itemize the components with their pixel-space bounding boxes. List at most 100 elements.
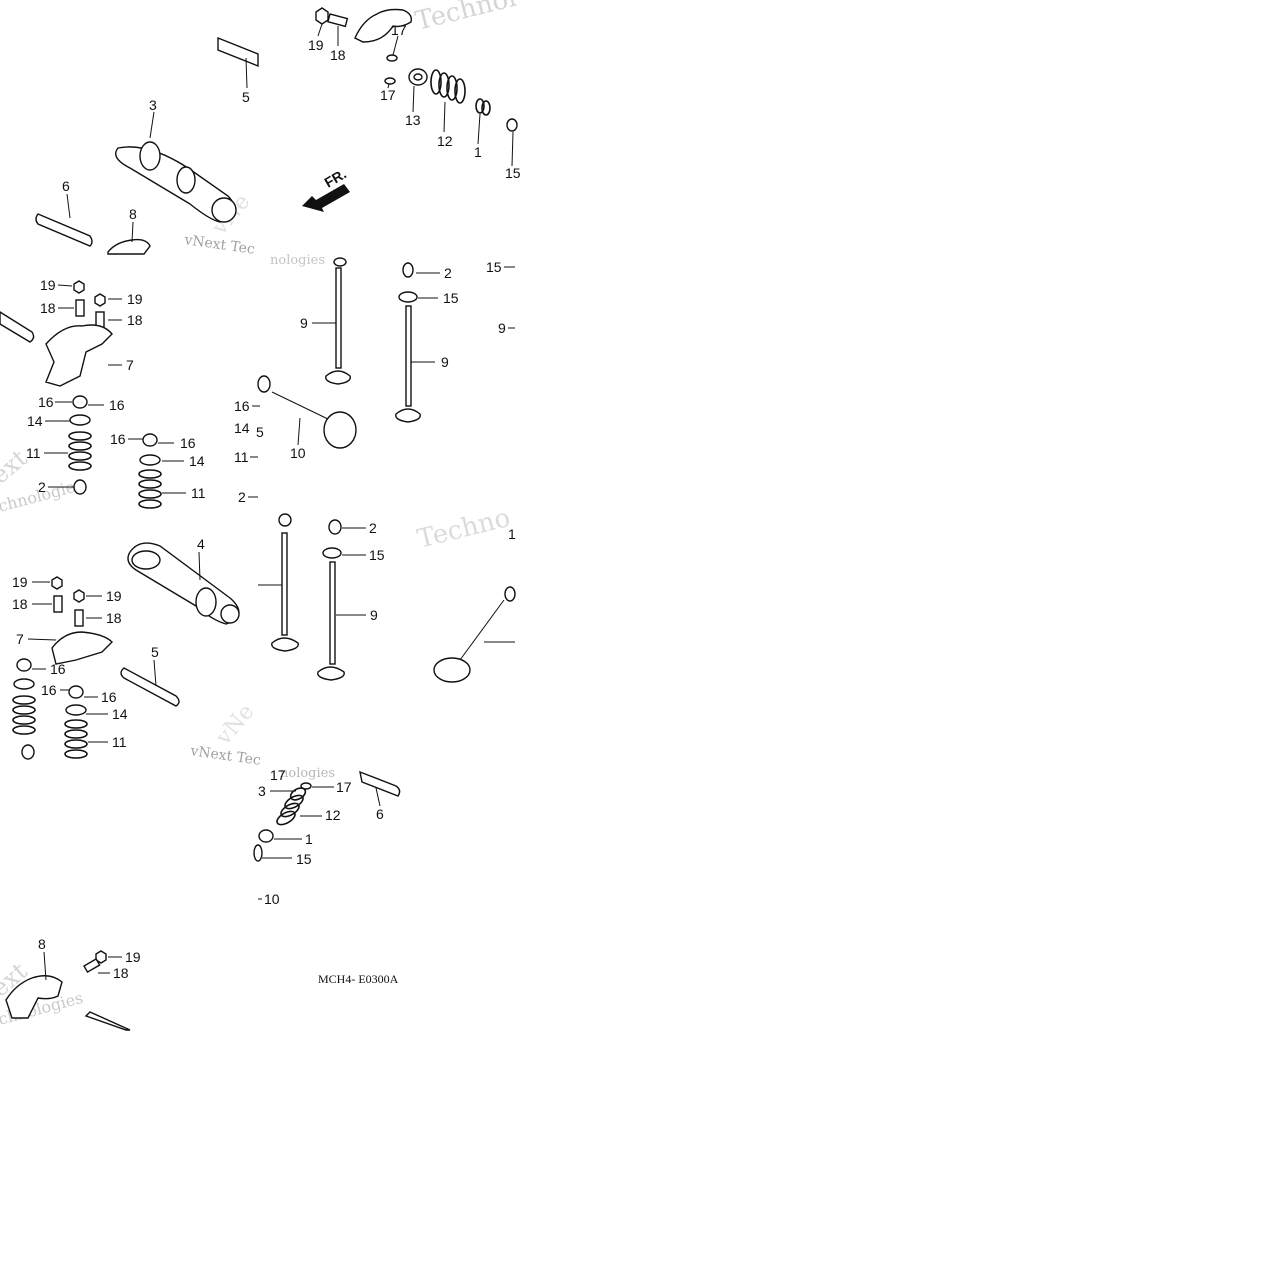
- nut-part: [73, 280, 85, 294]
- part-label: 1: [474, 144, 482, 160]
- rocker-arm-part: [107, 238, 151, 255]
- part-label: 2: [369, 520, 377, 536]
- part-label: 18: [40, 300, 56, 316]
- retainer-part: [13, 678, 35, 690]
- intake-valve-part: [271, 532, 299, 652]
- stem-seal-part: [258, 829, 274, 843]
- cap-part: [16, 658, 32, 672]
- part-label: 19: [308, 37, 324, 53]
- part-label: 9: [300, 315, 308, 331]
- part-label: 19: [127, 291, 143, 307]
- nut-part: [73, 589, 85, 603]
- part-label: 16: [101, 689, 117, 705]
- cap-part: [142, 433, 158, 447]
- part-label: 1: [305, 831, 313, 847]
- valve-spring-part: [430, 69, 466, 104]
- camshaft-part: [127, 542, 240, 625]
- stem-seal-part: [328, 519, 342, 535]
- svg-text:Techno: Techno: [414, 503, 513, 555]
- stem-seal-part: [73, 479, 87, 495]
- rocker-arm-part: [45, 324, 113, 387]
- cotter-part: [300, 782, 312, 790]
- svg-text:vNext Tec: vNext Tec: [188, 743, 261, 769]
- valve-spring-part: [64, 719, 88, 759]
- cotter-part: [384, 77, 396, 85]
- rocker-arm-part: [354, 8, 413, 43]
- part-label: 3: [258, 783, 266, 799]
- part-label: 16: [110, 431, 126, 447]
- part-label: 1: [508, 526, 516, 542]
- part-label: 18: [12, 596, 28, 612]
- camshaft-part: [115, 141, 237, 223]
- nut-part: [94, 293, 106, 307]
- part-label: 12: [325, 807, 341, 823]
- part-label: 11: [191, 485, 206, 501]
- part-label: 5: [256, 424, 264, 440]
- part-label: 14: [234, 420, 250, 436]
- part-label: 11: [234, 449, 249, 465]
- part-label: 16: [50, 661, 66, 677]
- part-label: 12: [437, 133, 453, 149]
- stem-seal-part: [402, 262, 414, 278]
- part-label: 16: [234, 398, 250, 414]
- leader-lines: [27, 527, 515, 743]
- svg-text:vNext Tec: vNext Tec: [182, 232, 255, 258]
- seat-part: [322, 547, 342, 559]
- nut-part: [315, 7, 329, 25]
- part-label: 13: [405, 112, 421, 128]
- svg-text:nologies: nologies: [280, 766, 335, 781]
- catalog-code: MCH4- E0300A: [318, 972, 399, 986]
- retainer-part: [69, 414, 91, 426]
- part-label: 16: [180, 435, 196, 451]
- part-label: 14: [112, 706, 128, 722]
- svg-text:Technol: Technol: [412, 0, 519, 37]
- part-label: 8: [129, 206, 137, 222]
- part-label: 2: [38, 479, 46, 495]
- part-label: 16: [41, 682, 57, 698]
- part-label: 16: [38, 394, 54, 410]
- stem-seal-part: [475, 98, 491, 116]
- part-label: 9: [370, 607, 378, 623]
- rocker-shaft-part: [35, 213, 93, 247]
- part-label: 19: [106, 588, 122, 604]
- valve-spring-part: [138, 469, 162, 509]
- part-label: 7: [16, 631, 24, 647]
- part-label: 16: [109, 397, 125, 413]
- part-label: 14: [189, 453, 205, 469]
- svg-text:vNe: vNe: [211, 700, 260, 751]
- exhaust-valve-part: [395, 305, 421, 423]
- leader-lines: [44, 266, 515, 498]
- valve-spring-part: [12, 695, 36, 735]
- part-label: 17: [380, 87, 396, 103]
- part-label: 2: [238, 489, 246, 505]
- seat-part: [333, 257, 347, 267]
- part-label: 19: [12, 574, 28, 590]
- part-label: 19: [40, 277, 56, 293]
- adjust-screw-part: [327, 13, 349, 28]
- part-label: 17: [336, 779, 352, 795]
- part-label: 15: [443, 290, 459, 306]
- rocker-arm-part: [5, 975, 63, 1019]
- front-direction-arrow-icon: [302, 184, 350, 212]
- cap-part: [68, 685, 84, 699]
- adjust-screw-part: [75, 299, 85, 317]
- part-label: 10: [264, 891, 280, 907]
- part-label: 3: [149, 97, 157, 113]
- part-label: 18: [330, 47, 346, 63]
- part-label: 6: [62, 178, 70, 194]
- part-label: 11: [26, 445, 41, 461]
- part-label: 19: [125, 949, 141, 965]
- part-label: 5: [151, 644, 159, 660]
- retainer-part: [65, 704, 87, 716]
- rocker-shaft-part: [359, 770, 401, 797]
- rocker-shaft-part: [0, 311, 35, 343]
- adjust-screw-part: [74, 609, 84, 627]
- retainer-part: [139, 454, 161, 466]
- part-label: 15: [486, 259, 502, 275]
- stem-seal-part: [278, 513, 292, 527]
- retainer-part: [413, 73, 423, 81]
- part-label: 15: [296, 851, 312, 867]
- stem-seal-part: [21, 744, 35, 760]
- valve-spring-part: [68, 431, 92, 471]
- rocker-shaft-part: [120, 667, 180, 707]
